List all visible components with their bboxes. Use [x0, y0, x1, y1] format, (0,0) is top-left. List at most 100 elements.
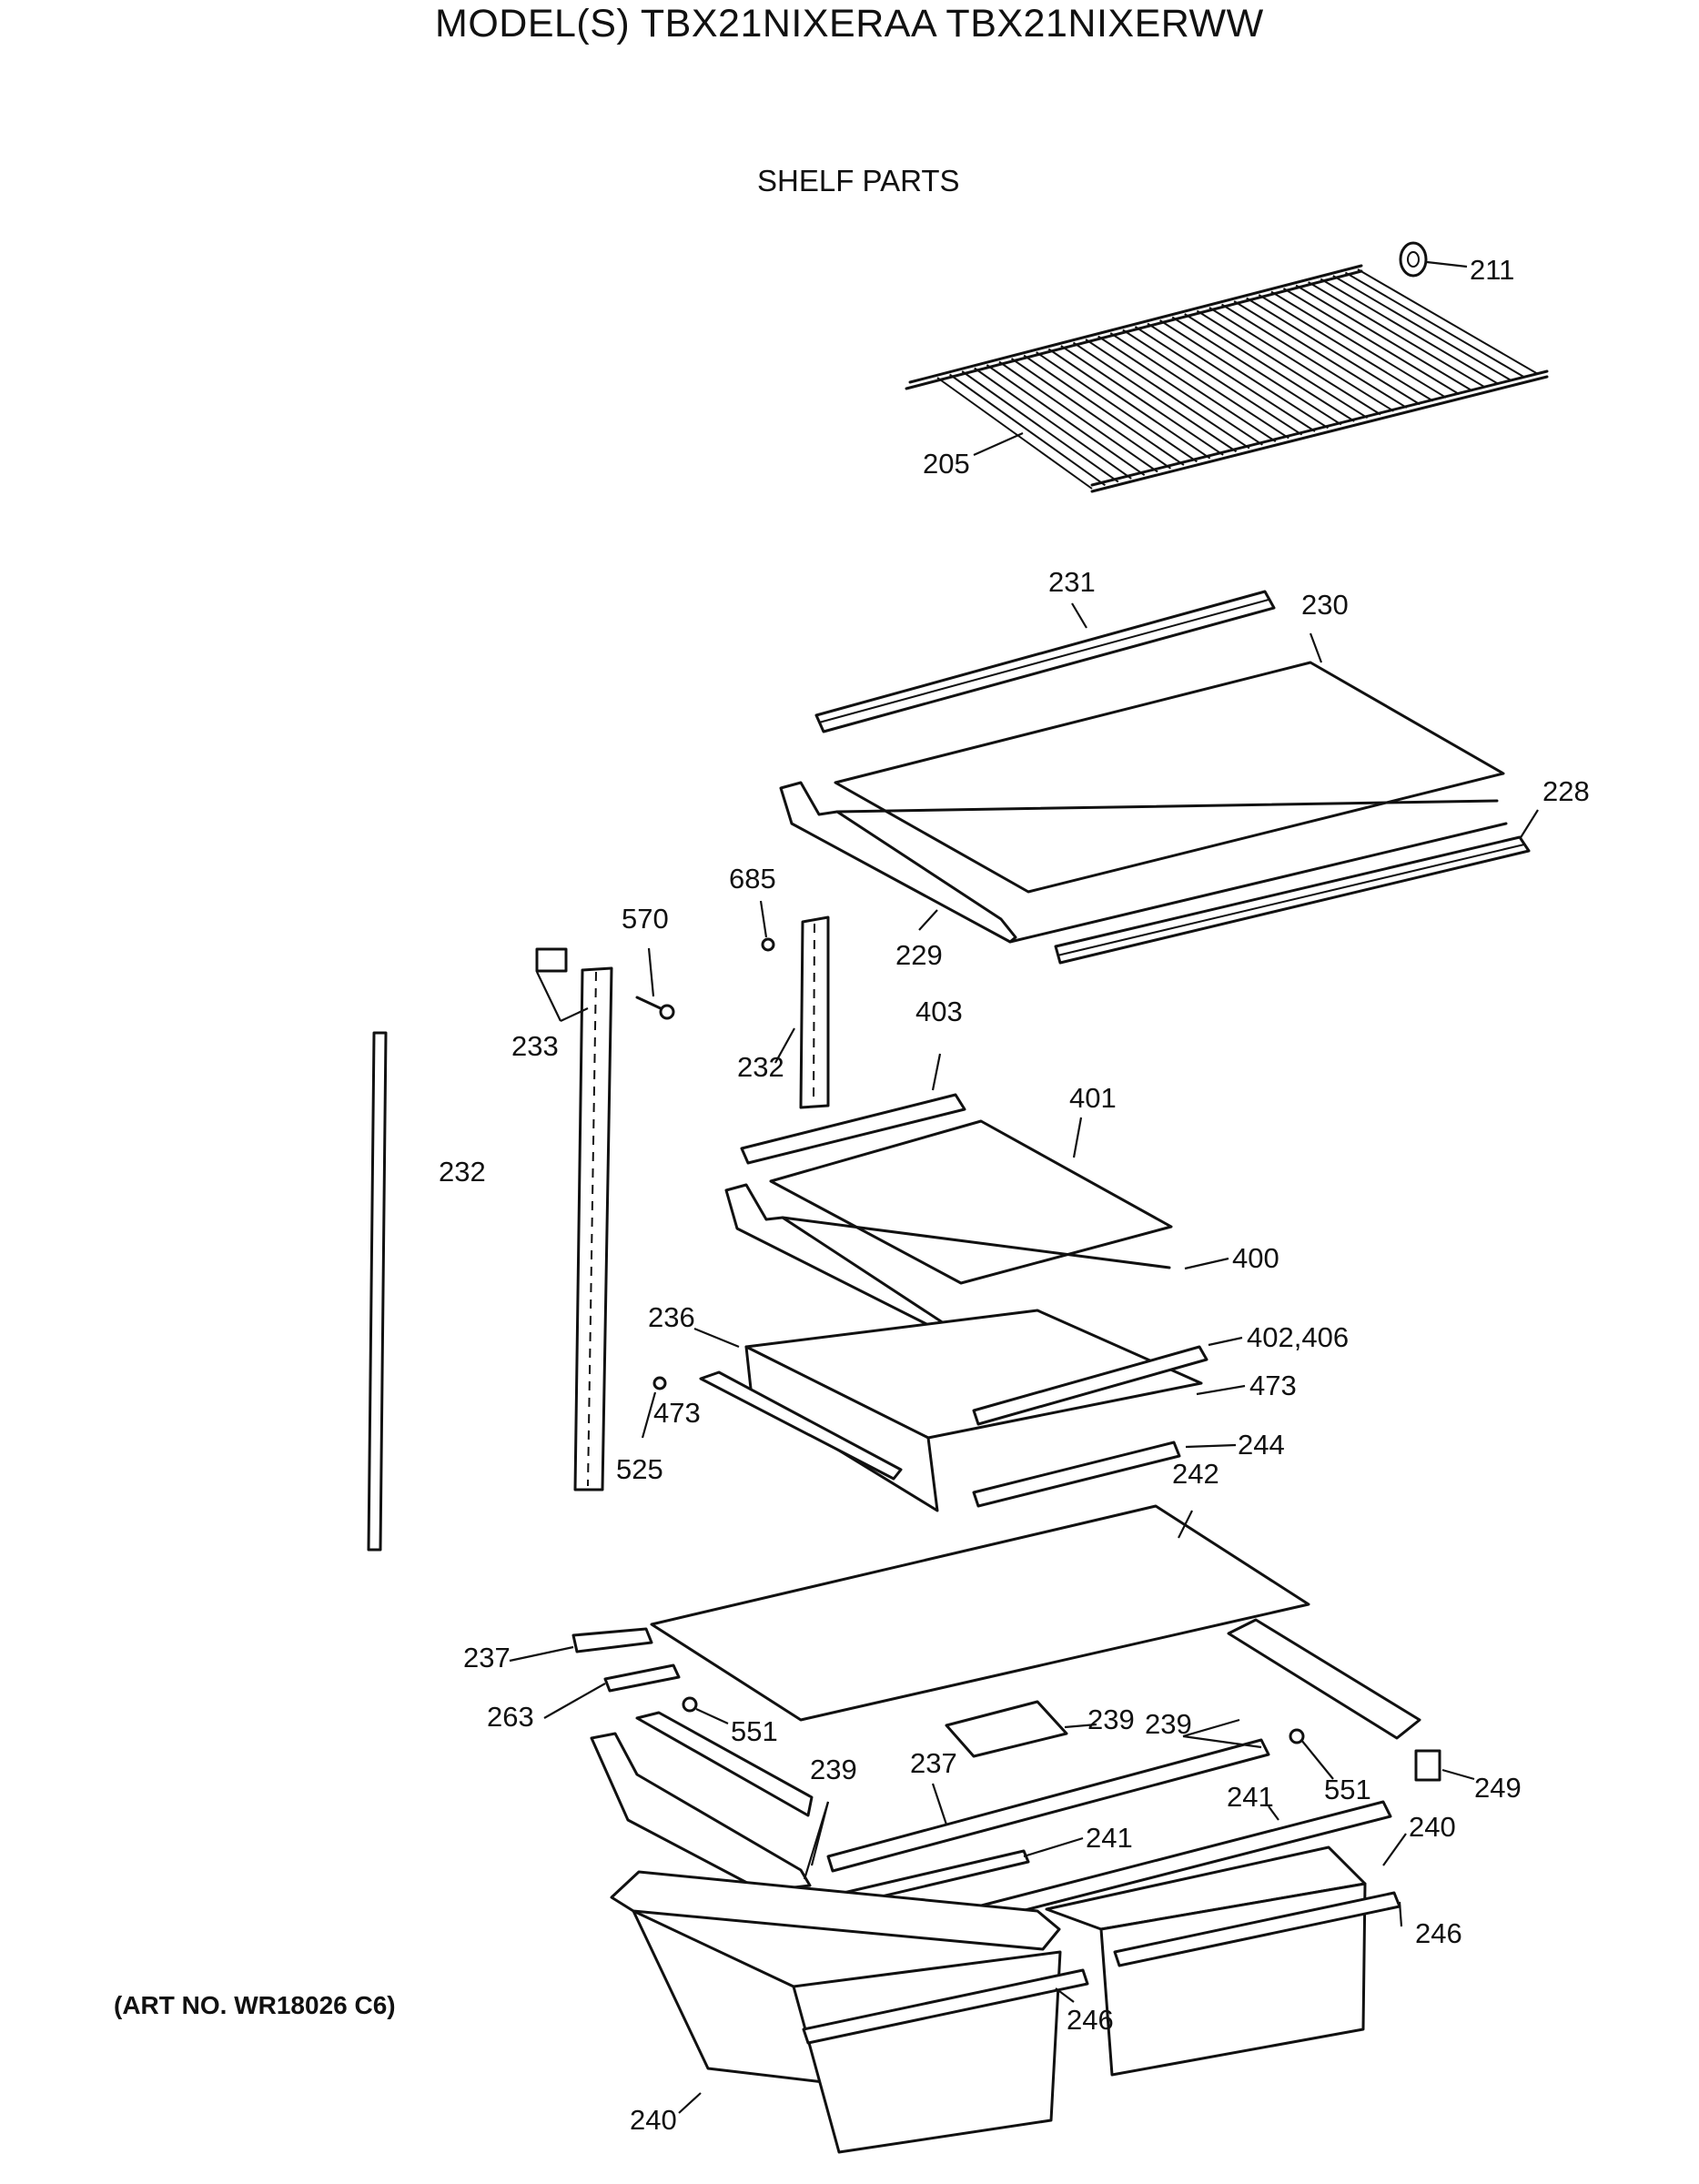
shelf-rail-232-right [799, 915, 830, 1109]
callout-551-left: 551 [731, 1715, 778, 1747]
glass-shelf-230 [834, 661, 1505, 894]
callout-236: 236 [648, 1301, 695, 1333]
callout-473-right: 473 [1249, 1370, 1297, 1401]
shelf-wire [1109, 332, 1277, 442]
shelf-wire [961, 370, 1119, 483]
callout-401: 401 [1069, 1082, 1117, 1114]
callout-241-right: 241 [1227, 1781, 1274, 1813]
shelf-trim-402-406 [972, 1345, 1209, 1426]
callout-237-center: 237 [910, 1747, 957, 1779]
shelf-wire [1344, 271, 1526, 379]
screw-551-right [1289, 1728, 1305, 1744]
leader-lines [509, 260, 1539, 2114]
shelf-wire [1060, 345, 1224, 456]
callout-403: 403 [915, 996, 963, 1027]
trim-237-left [571, 1627, 653, 1653]
shelf-wire [986, 364, 1146, 476]
callout-240-left: 240 [630, 2104, 677, 2136]
shelf-wire [1010, 358, 1172, 470]
shelf-wire [1246, 297, 1421, 406]
clip-233 [535, 947, 568, 973]
shelf-wire [1047, 348, 1211, 460]
glass-shelf-401 [769, 1119, 1173, 1285]
screw-525 [652, 1376, 667, 1390]
shelf-wire [1332, 275, 1512, 382]
shelf-wire [1072, 341, 1238, 453]
wire-shelf-205 [905, 264, 1549, 493]
shelf-wire [1134, 326, 1303, 436]
callout-240-right: 240 [1409, 1811, 1456, 1843]
shelf-wire [1233, 300, 1408, 409]
trim-237-center [826, 1738, 1270, 1873]
shelf-wire [1184, 313, 1355, 422]
callout-525: 525 [616, 1453, 663, 1485]
shelf-trim-228 [1054, 835, 1531, 965]
art-number: (ART NO. WR18026 C6) [114, 1991, 396, 2019]
callout-239-left: 239 [810, 1754, 857, 1785]
shelf-wire [1357, 268, 1539, 375]
clip-249 [1414, 1749, 1441, 1782]
shelf-wire [1147, 322, 1316, 432]
support-rail-right [1227, 1618, 1421, 1740]
shelf-wire [1196, 309, 1369, 420]
shelf-wire [1308, 281, 1486, 389]
roller-239 [945, 1700, 1068, 1758]
crisper-drawer-240-right [1045, 1845, 1401, 2077]
rail-473 [699, 1370, 903, 1481]
shelf-wire [1036, 351, 1198, 463]
screw-685 [761, 937, 775, 952]
callout-231: 231 [1048, 566, 1096, 598]
callout-242: 242 [1172, 1458, 1219, 1490]
callout-570: 570 [622, 903, 669, 935]
screw-551-left [682, 1696, 698, 1713]
shelf-wire [1221, 303, 1394, 412]
callout-551-right: 551 [1324, 1774, 1371, 1805]
shelf-wire [1097, 335, 1263, 446]
screw-570 [635, 996, 675, 1020]
shelf-wire [1122, 329, 1289, 440]
shelf-wire [1320, 278, 1500, 385]
callout-211: 211 [1470, 254, 1514, 286]
callout-402-406: 402,406 [1247, 1321, 1349, 1353]
bracket-263 [603, 1663, 681, 1693]
shelf-rail-232-left [367, 1031, 388, 1552]
callout-685: 685 [729, 863, 776, 895]
shelf-rail-233 [573, 966, 613, 1491]
callout-244: 244 [1238, 1429, 1285, 1461]
shelf-trim-403 [740, 1093, 966, 1165]
shelf-wire [1270, 290, 1447, 399]
callout-400: 400 [1232, 1242, 1279, 1274]
shelf-wire [1258, 294, 1434, 402]
shelf-frame-229 [779, 781, 1508, 944]
shelf-wire [1085, 339, 1250, 450]
callout-249: 249 [1474, 1772, 1522, 1804]
callout-241-left: 241 [1086, 1822, 1133, 1854]
shelf-trim-231 [814, 590, 1276, 733]
callout-239-center: 239 [1087, 1704, 1135, 1735]
shelf-wire [1282, 288, 1461, 396]
shelf-wire [1023, 354, 1185, 466]
callout-232-left: 232 [439, 1156, 486, 1188]
crisper-drawer-240-left [610, 1870, 1089, 2154]
model-title: MODEL(S) TBX21NIXERAA TBX21NIXERWW [435, 2, 1264, 46]
shelf-frame-400 [724, 1183, 1171, 1334]
trim-244 [972, 1441, 1181, 1508]
callout-263: 263 [487, 1701, 534, 1733]
shelf-wire [1209, 307, 1381, 416]
callout-229: 229 [895, 939, 943, 971]
shelf-wire [1159, 319, 1329, 430]
callout-205: 205 [923, 448, 970, 480]
callout-232-right: 232 [737, 1051, 784, 1083]
callout-230: 230 [1301, 589, 1349, 621]
shelf-wire [1171, 316, 1342, 426]
shelf-wire [974, 367, 1132, 480]
callout-237-left: 237 [463, 1642, 511, 1673]
callout-246-right: 246 [1415, 1917, 1462, 1949]
shelf-wire [998, 360, 1158, 473]
callout-473-left: 473 [653, 1397, 701, 1429]
section-title: SHELF PARTS [757, 164, 960, 197]
shelf-wire [949, 373, 1106, 487]
drawer-slide-left [590, 1711, 814, 1893]
glass-cover-242 [650, 1504, 1310, 1722]
